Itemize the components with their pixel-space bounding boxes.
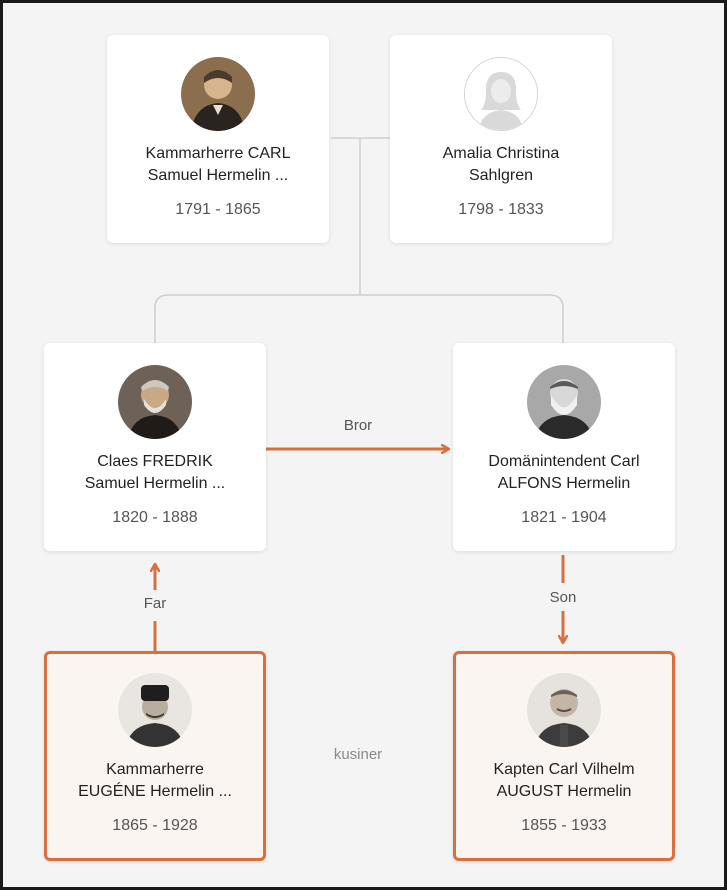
person-lifespan: 1798 - 1833 — [458, 201, 544, 218]
person-lifespan: 1855 - 1933 — [521, 817, 607, 834]
portrait-eugene — [118, 673, 192, 747]
person-lifespan: 1820 - 1888 — [112, 509, 198, 526]
person-card-fredrik[interactable]: Claes FREDRIK Samuel Hermelin ... 1820 -… — [44, 343, 266, 551]
portrait-fredrik — [118, 365, 192, 439]
person-lifespan: 1791 - 1865 — [175, 201, 261, 218]
person-name: Domänintendent Carl ALFONS Hermelin — [488, 453, 640, 492]
relation-label-kusiner: kusiner — [333, 746, 383, 763]
female-placeholder-icon — [464, 57, 538, 131]
person-card-alfons[interactable]: Domänintendent Carl ALFONS Hermelin 1821… — [453, 343, 675, 551]
person-lifespan: 1865 - 1928 — [112, 817, 198, 834]
person-name: Kammarherre EUGÉNE Hermelin ... — [78, 761, 232, 800]
portrait-august — [527, 673, 601, 747]
relation-label-bror: Bror — [343, 417, 373, 434]
person-card-amalia[interactable]: Amalia Christina Sahlgren 1798 - 1833 — [390, 35, 612, 243]
connector-lines — [3, 137, 724, 651]
person-name: Kammarherre CARL Samuel Hermelin ... — [145, 145, 291, 184]
person-name: Amalia Christina Sahlgren — [442, 145, 560, 184]
person-name: Kapten Carl Vilhelm AUGUST Hermelin — [493, 761, 635, 800]
children-branch-line — [154, 294, 564, 343]
person-card-carl[interactable]: Kammarherre CARL Samuel Hermelin ... 179… — [107, 35, 329, 243]
person-lifespan: 1821 - 1904 — [521, 509, 607, 526]
relation-label-far: Far — [143, 595, 167, 612]
person-name: Claes FREDRIK Samuel Hermelin ... — [84, 453, 226, 492]
portrait-carl — [181, 57, 255, 131]
person-card-august[interactable]: Kapten Carl Vilhelm AUGUST Hermelin 1855… — [453, 651, 675, 861]
person-card-eugene[interactable]: Kammarherre EUGÉNE Hermelin ... 1865 - 1… — [44, 651, 266, 861]
relation-label-son: Son — [549, 589, 577, 606]
portrait-alfons — [527, 365, 601, 439]
